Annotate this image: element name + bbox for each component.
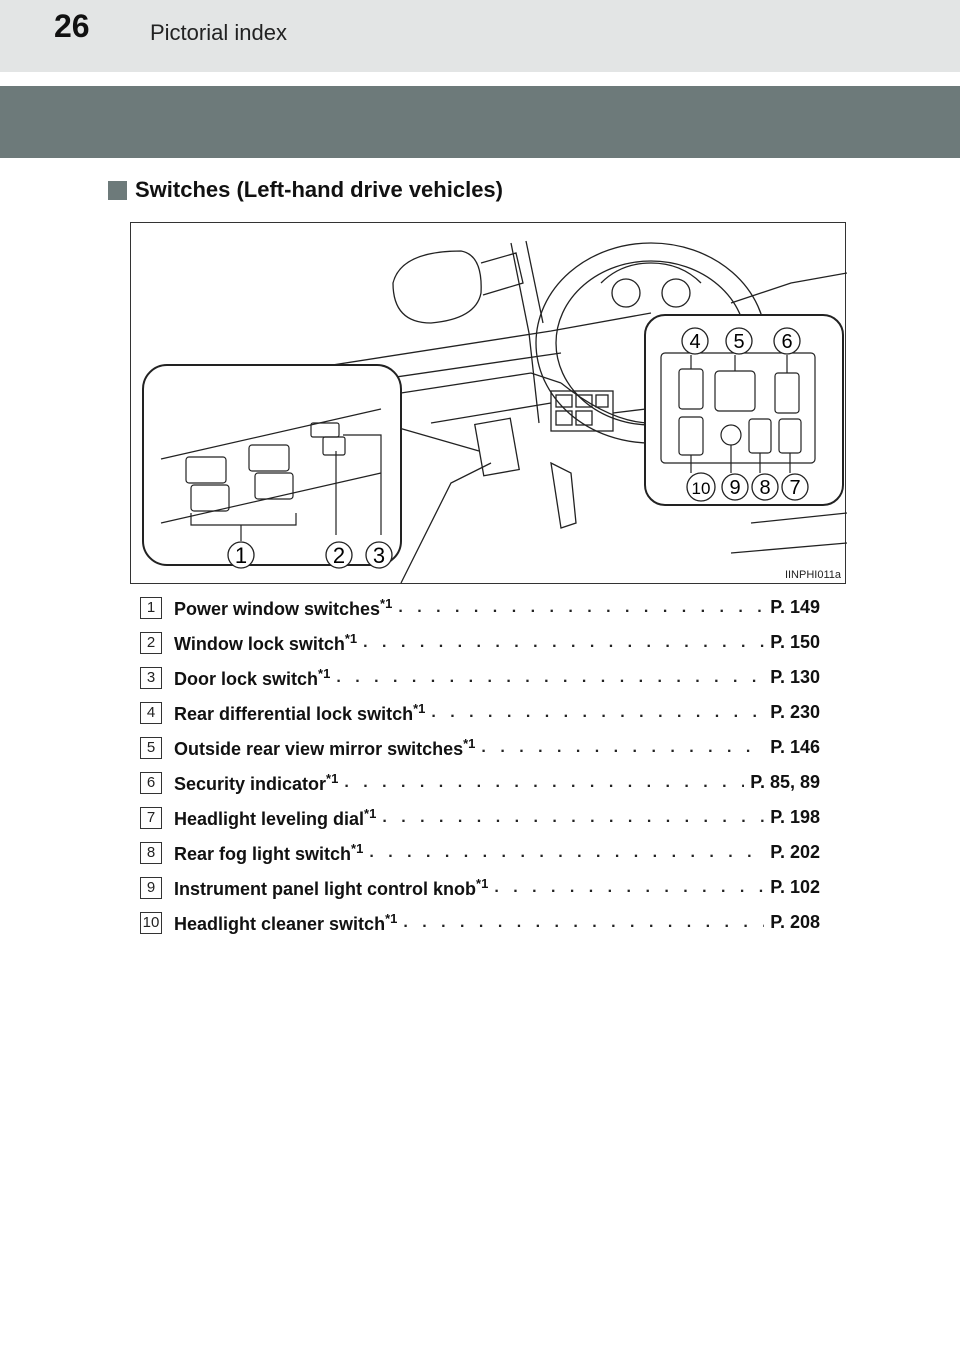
- item-label: Headlight leveling dial*1: [174, 805, 377, 829]
- item-label: Instrument panel light control knob*1: [174, 875, 489, 899]
- right-callouts: 4 5 6 10 9 8 7: [681, 327, 809, 502]
- page-number: 26: [54, 8, 90, 44]
- item-number: 6: [140, 771, 162, 794]
- item-number: 1: [140, 596, 162, 619]
- switch-list: 1 Power window switches*1 . . . . . . . …: [140, 590, 820, 940]
- page-reference[interactable]: P. 149: [770, 597, 820, 617]
- item-number: 3: [140, 666, 162, 689]
- switches-illustration: 1 2 3 4: [130, 222, 847, 584]
- list-item: 2 Window lock switch*1 . . . . . . . . .…: [140, 625, 820, 660]
- list-item: 8 Rear fog light switch*1 . . . . . . . …: [140, 835, 820, 870]
- section-heading: Switches (Left-hand drive vehicles): [108, 174, 503, 206]
- page-reference[interactable]: P. 198: [770, 807, 820, 827]
- callout-4: 4: [689, 331, 700, 353]
- item-number: 10: [140, 911, 162, 934]
- callout-6: 6: [781, 331, 792, 353]
- callout-3: 3: [373, 543, 385, 568]
- page-reference[interactable]: P. 85, 89: [750, 772, 820, 792]
- item-label: Outside rear view mirror switches*1: [174, 735, 476, 759]
- callout-8: 8: [759, 477, 770, 499]
- leader-dots: . . . . . . . . . . . . . . . . . . . . …: [431, 703, 764, 721]
- item-label: Rear differential lock switch*1: [174, 700, 426, 724]
- list-item: 9 Instrument panel light control knob*1 …: [140, 870, 820, 905]
- callout-5: 5: [733, 331, 744, 353]
- leader-dots: . . . . . . . . . . . . . . . . . . . . …: [403, 913, 764, 931]
- leader-dots: . . . . . . . . . . . . . . . . . . . . …: [398, 598, 764, 616]
- list-item: 10 Headlight cleaner switch*1 . . . . . …: [140, 905, 820, 940]
- page-reference[interactable]: P. 230: [770, 702, 820, 722]
- leader-dots: . . . . . . . . . . . . . . . . . . . . …: [336, 668, 764, 686]
- page-reference[interactable]: P. 146: [770, 737, 820, 757]
- item-label: Door lock switch*1: [174, 665, 331, 689]
- callout-9: 9: [729, 477, 740, 499]
- left-inset: [142, 364, 402, 566]
- list-item: 3 Door lock switch*1 . . . . . . . . . .…: [140, 660, 820, 695]
- item-number: 8: [140, 841, 162, 864]
- right-inset: [644, 314, 844, 506]
- item-number: 2: [140, 631, 162, 654]
- list-item: 5 Outside rear view mirror switches*1 . …: [140, 730, 820, 765]
- figure-code: IINPHI011a: [784, 569, 841, 581]
- leader-dots: . . . . . . . . . . . . . . . . . . . . …: [494, 878, 764, 896]
- item-label: Rear fog light switch*1: [174, 840, 364, 864]
- list-item: 4 Rear differential lock switch*1 . . . …: [140, 695, 820, 730]
- item-number: 9: [140, 876, 162, 899]
- leader-dots: . . . . . . . . . . . . . . . . . . . . …: [369, 843, 764, 861]
- item-number: 7: [140, 806, 162, 829]
- leader-dots: . . . . . . . . . . . . . . . . . . . . …: [344, 773, 744, 791]
- item-label: Headlight cleaner switch*1: [174, 910, 398, 934]
- section-title: Pictorial index: [150, 20, 287, 45]
- leader-dots: . . . . . . . . . . . . . . . . . . . . …: [363, 633, 764, 651]
- leader-dots: . . . . . . . . . . . . . . . . . . . . …: [481, 738, 764, 756]
- list-item: 1 Power window switches*1 . . . . . . . …: [140, 590, 820, 625]
- dashboard-drawing: 1 2 3 4: [142, 240, 847, 584]
- item-number: 5: [140, 736, 162, 759]
- page-reference[interactable]: P. 150: [770, 632, 820, 652]
- item-label: Power window switches*1: [174, 595, 393, 619]
- callout-10: 10: [692, 479, 711, 498]
- page-reference[interactable]: P. 202: [770, 842, 820, 862]
- page-header: 26 Pictorial index: [0, 0, 960, 72]
- leader-dots: . . . . . . . . . . . . . . . . . . . . …: [382, 808, 764, 826]
- callout-1: 1: [235, 543, 247, 568]
- item-number: 4: [140, 701, 162, 724]
- item-label: Security indicator*1: [174, 770, 339, 794]
- heading-square-icon: [108, 180, 127, 200]
- page-reference[interactable]: P. 208: [770, 912, 820, 932]
- callout-2: 2: [333, 543, 345, 568]
- item-label: Window lock switch*1: [174, 630, 358, 654]
- page-reference[interactable]: P. 102: [770, 877, 820, 897]
- list-item: 6 Security indicator*1 . . . . . . . . .…: [140, 765, 820, 800]
- left-callouts: 1 2 3: [227, 541, 393, 569]
- list-item: 7 Headlight leveling dial*1 . . . . . . …: [140, 800, 820, 835]
- callout-7: 7: [789, 477, 800, 499]
- heading-text: Switches (Left-hand drive vehicles): [135, 177, 503, 202]
- header-band: [0, 86, 960, 158]
- page-reference[interactable]: P. 130: [770, 667, 820, 687]
